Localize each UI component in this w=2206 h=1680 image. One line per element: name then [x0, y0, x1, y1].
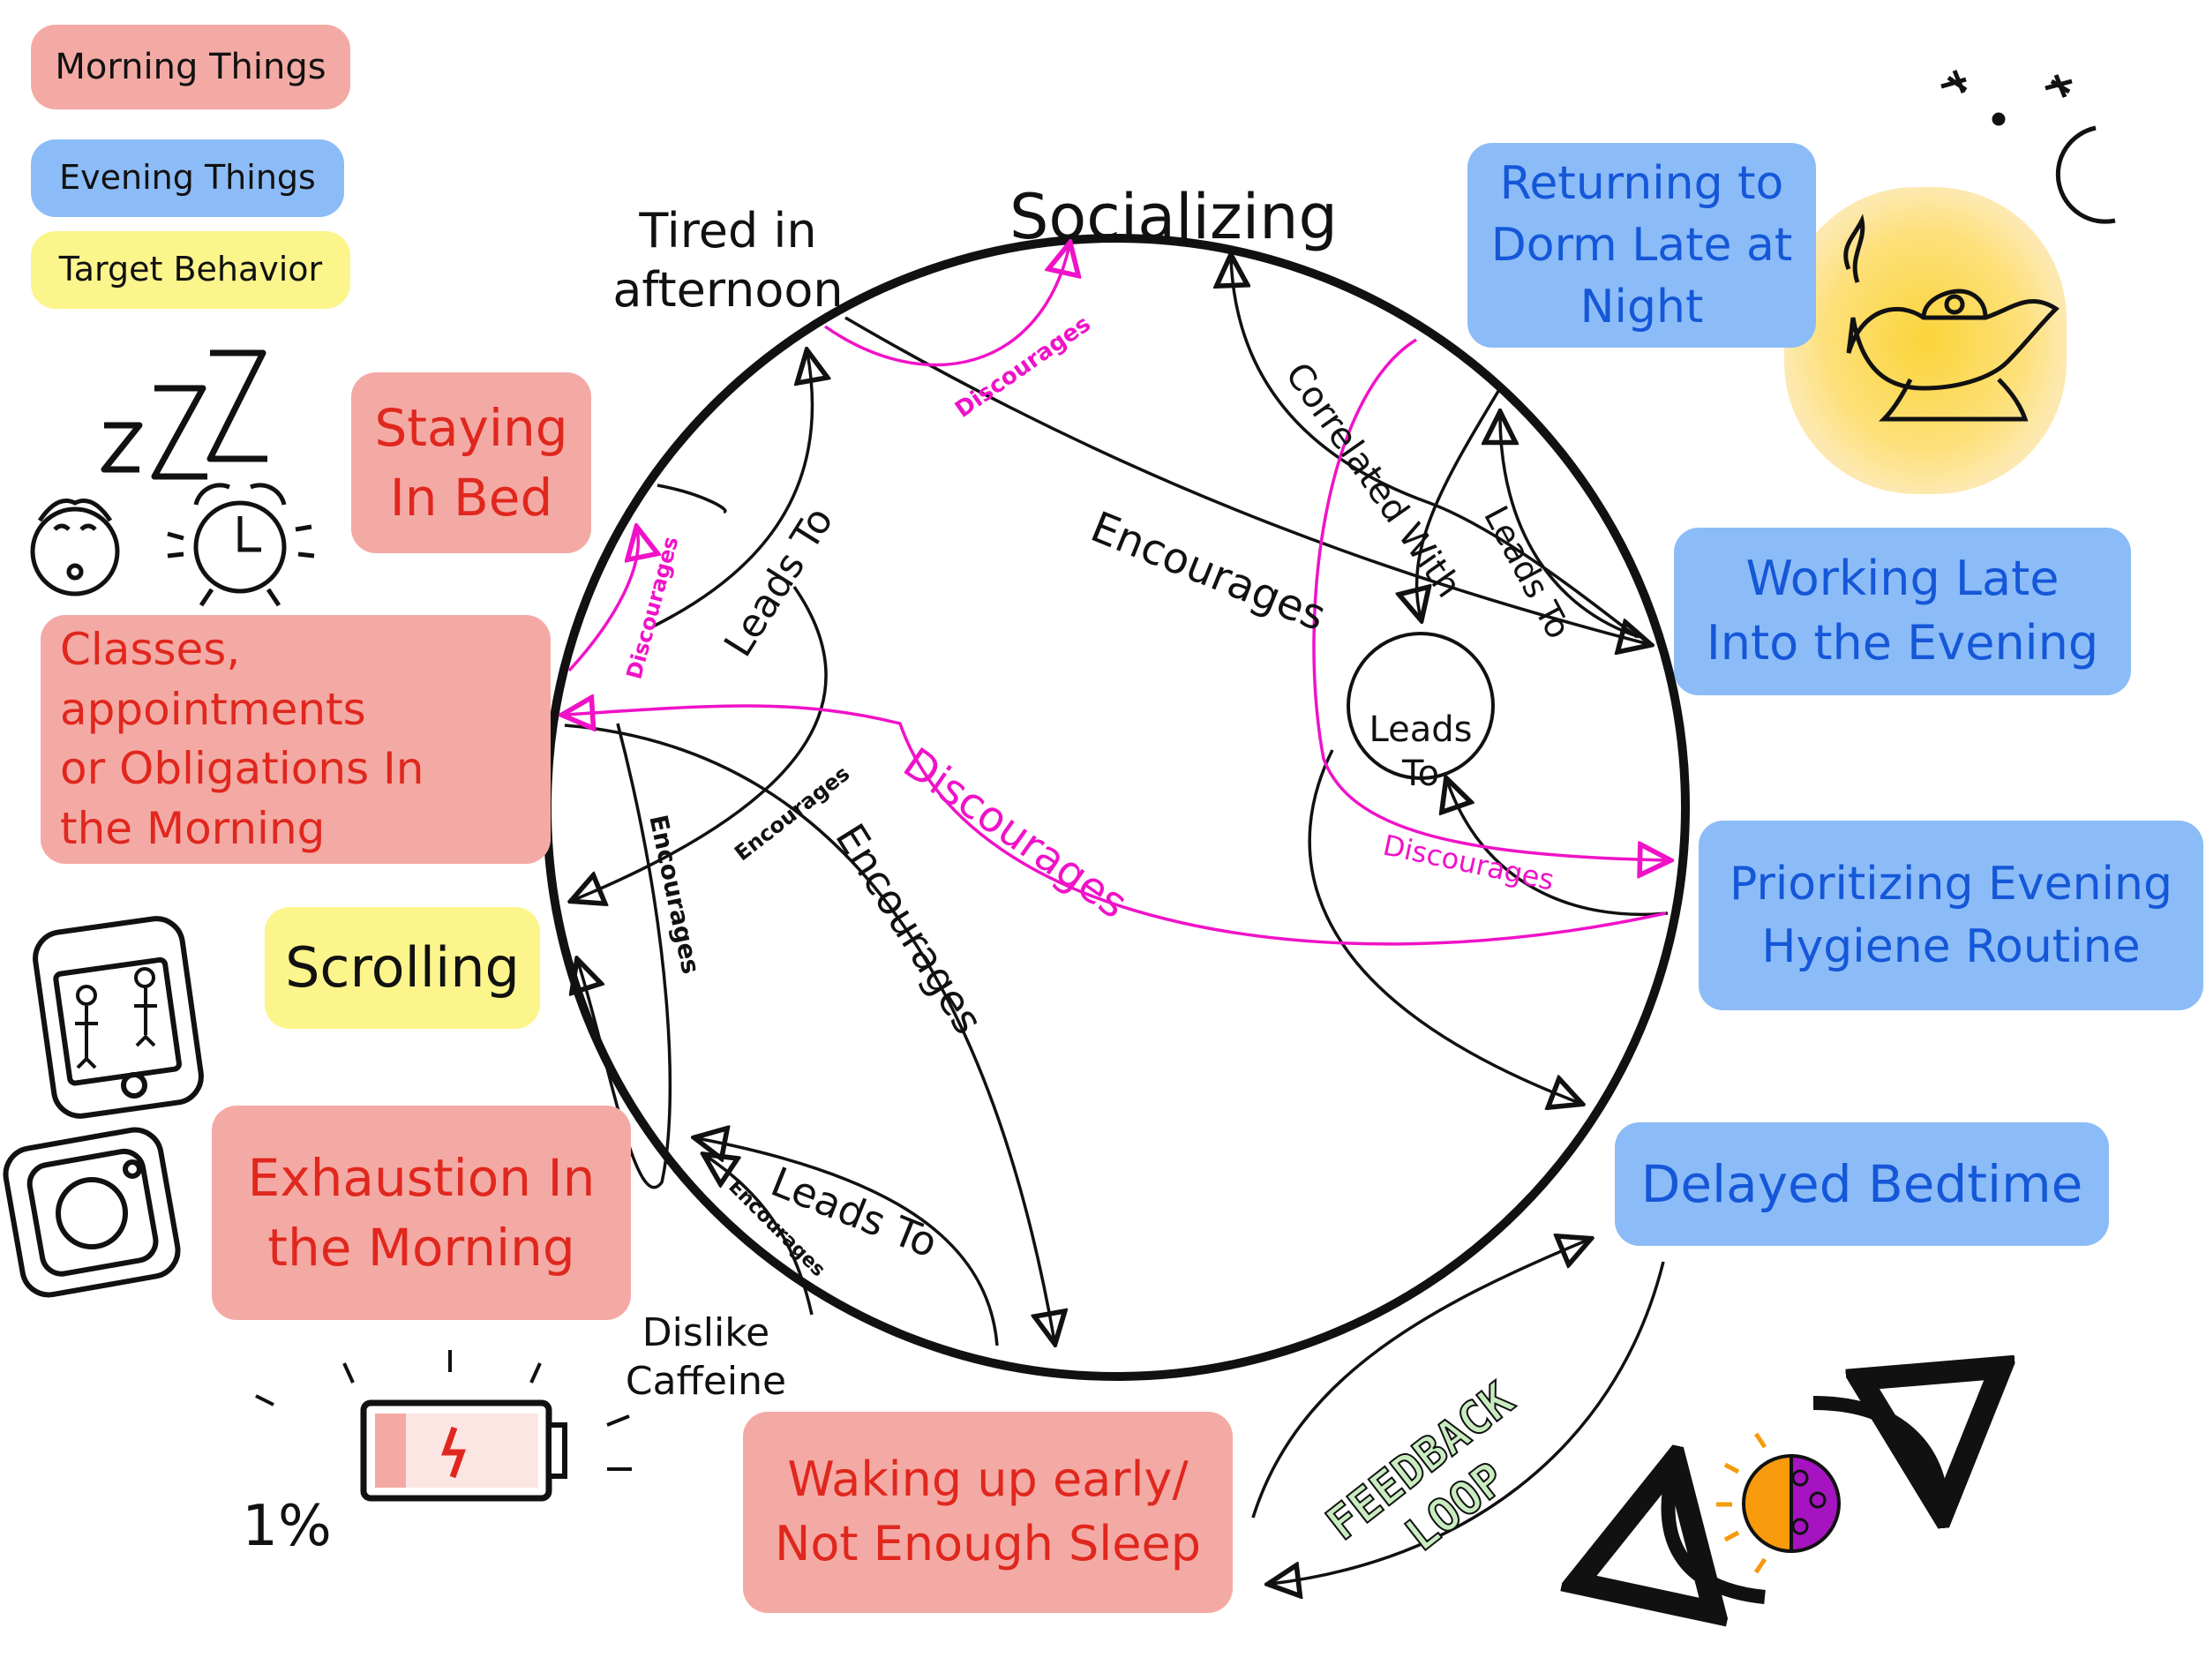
node-exhaustion-label: Exhaustion In the Morning	[247, 1148, 596, 1278]
battery-percent: 1%	[242, 1494, 332, 1559]
alarm-clock-icon	[167, 483, 315, 607]
edge-encourages-vertical	[578, 723, 672, 1189]
node-waking-early: Waking up early/ Not Enough Sleep	[743, 1412, 1233, 1613]
edge-encourages-bottom	[706, 1156, 814, 1316]
node-exhaustion: Exhaustion In the Morning	[212, 1106, 631, 1320]
sleeping-face-icon	[30, 499, 120, 596]
node-waking-early-label: Waking up early/ Not Enough Sleep	[774, 1451, 1202, 1571]
edge-leads-to-left	[652, 353, 813, 628]
node-returning-dorm: Returning to Dorm Late at Night	[1467, 143, 1816, 348]
instagram-icon	[3, 1127, 181, 1298]
edge-leads-to-bottom	[697, 1138, 999, 1346]
node-prioritizing-hygiene: Prioritizing Evening Hygiene Routine	[1699, 821, 2203, 1010]
low-battery-icon	[255, 1350, 632, 1502]
node-working-late: Working Late Into the Evening	[1674, 528, 2131, 695]
leads-to-circle	[1347, 632, 1495, 780]
pink-edges	[565, 245, 1668, 946]
node-returning-dorm-label: Returning to Dorm Late at Night	[1490, 156, 1793, 334]
black-edges	[564, 258, 1669, 1584]
node-socializing-label: Socializing	[1009, 180, 1338, 253]
zzz-icon	[101, 349, 267, 480]
node-scrolling-label: Scrolling	[285, 935, 520, 1001]
legend-morning-label: Morning Things	[55, 47, 326, 87]
legend-morning: Morning Things	[31, 25, 350, 109]
node-tired-afternoon: Tired in afternoon	[600, 141, 856, 320]
edge-correlated-with	[1231, 258, 1639, 639]
edge-discourages-left	[567, 529, 638, 672]
edge-leads-to-right-2	[1500, 415, 1640, 639]
legend-evening-label: Evening Things	[59, 158, 316, 198]
node-classes-obligations-label: Classes, appointments or Obligations In …	[60, 624, 424, 854]
node-prioritizing-hygiene-label: Prioritizing Evening Hygiene Routine	[1730, 858, 2172, 973]
node-socializing: Socializing	[997, 101, 1350, 256]
node-staying-in-bed: Staying In Bed	[351, 372, 591, 553]
edge-encourages-center	[564, 724, 1054, 1341]
edge-encourages-top	[844, 316, 1648, 644]
legend-evening: Evening Things	[31, 139, 344, 217]
edge-leads-to-right	[1417, 387, 1502, 618]
node-classes-obligations: Classes, appointments or Obligations In …	[41, 615, 551, 864]
node-tired-afternoon-label: Tired in afternoon	[612, 202, 844, 319]
genie-lamp-icon	[1784, 187, 2067, 494]
day-night-cycle-icon	[1669, 1403, 1941, 1597]
edge-discourages-center	[565, 706, 1667, 946]
legend-target: Target Behavior	[31, 231, 350, 309]
edge-leads-circle-out	[1308, 749, 1579, 1103]
node-working-late-label: Working Late Into the Evening	[1706, 551, 2099, 671]
edge-leads-to-left-tick	[657, 484, 727, 514]
phone-icon	[33, 916, 204, 1119]
node-staying-in-bed-label: Staying In Bed	[374, 398, 568, 528]
node-dislike-caffeine-label: Dislike Caffeine	[625, 1310, 787, 1404]
edge-feedback-up	[1251, 1240, 1588, 1519]
node-delayed-bedtime: Delayed Bedtime	[1615, 1122, 2109, 1246]
legend-target-label: Target Behavior	[58, 250, 323, 289]
edge-discourages-right	[1312, 338, 1668, 860]
node-delayed-bedtime-label: Delayed Bedtime	[1640, 1153, 2083, 1214]
edge-hygiene-leads	[1447, 781, 1669, 917]
node-scrolling: Scrolling	[265, 907, 540, 1029]
node-dislike-caffeine: Dislike Caffeine	[609, 1260, 803, 1406]
node-leads-to-circle-label: Leads To	[1369, 709, 1473, 794]
node-leads-to-circle: Leads To	[1359, 664, 1482, 796]
edge-encourages-small	[574, 586, 828, 900]
edge-discourages-top	[824, 245, 1069, 367]
edge-feedback-down	[1271, 1261, 1665, 1584]
moon-and-stars-icon	[1940, 70, 2116, 224]
